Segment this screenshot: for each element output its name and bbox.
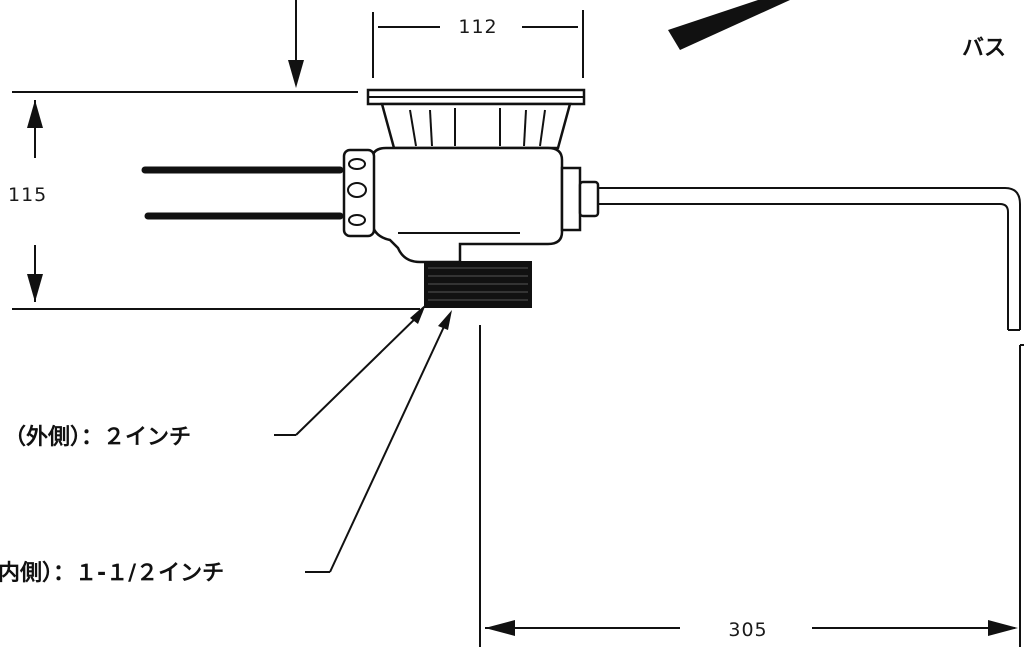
strainer-body	[342, 88, 600, 308]
inner-callout: 内側）：１-１/２インチ	[0, 561, 224, 586]
length-dimension	[485, 620, 1018, 636]
inner-leader	[305, 310, 452, 573]
pointer-bar	[668, 0, 790, 50]
top-right-label: バス	[962, 36, 1006, 61]
outer-leader	[274, 304, 426, 436]
height-dimension	[27, 100, 43, 302]
outer-callout: （外側）：２インチ	[4, 424, 191, 450]
top-arrow	[288, 0, 304, 88]
lever-rod	[598, 187, 1024, 647]
width-label: 112	[458, 16, 497, 38]
width-dimension	[372, 10, 584, 78]
length-label: 305	[728, 619, 767, 641]
height-label: 115	[8, 184, 47, 206]
